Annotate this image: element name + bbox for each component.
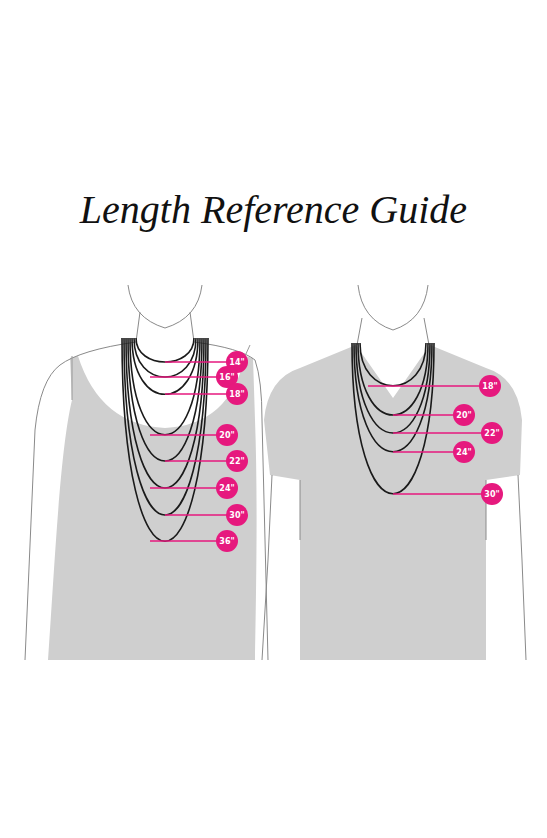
leader-line xyxy=(165,393,228,394)
length-label: 14" xyxy=(229,358,244,367)
necklace xyxy=(358,343,428,415)
length-label: 36" xyxy=(219,537,234,546)
neck-outline xyxy=(424,318,429,345)
length-label: 20" xyxy=(219,431,234,440)
callout-circle: 18" xyxy=(479,375,501,397)
necklace xyxy=(130,338,200,435)
leader-line xyxy=(393,493,482,494)
leader-line xyxy=(393,432,482,433)
necklace xyxy=(132,338,198,394)
callout-circle: 24" xyxy=(453,441,475,463)
necklace xyxy=(354,343,432,452)
length-label: 30" xyxy=(229,511,244,520)
callout-circle: 18" xyxy=(226,383,248,405)
length-label: 24" xyxy=(456,448,471,457)
necklace xyxy=(360,343,426,386)
leader-line xyxy=(165,361,228,362)
woman-leader-lines xyxy=(150,362,228,541)
length-label: 22" xyxy=(229,457,244,466)
callout-circle: 24" xyxy=(216,477,238,499)
length-label: 18" xyxy=(482,382,497,391)
leader-line xyxy=(150,487,218,488)
length-label: 20" xyxy=(456,411,471,420)
man-leader-lines xyxy=(368,386,482,494)
length-label: 24" xyxy=(219,484,234,493)
length-label: 18" xyxy=(229,390,244,399)
callout-circle: 30" xyxy=(481,483,503,505)
title: Length Reference Guide xyxy=(0,186,547,233)
woman-necklaces xyxy=(122,338,208,541)
callout-circle: 30" xyxy=(226,504,248,526)
leader-line xyxy=(368,385,480,386)
length-label: 30" xyxy=(484,490,499,499)
woman-figure xyxy=(25,285,268,660)
callout-circle: 36" xyxy=(216,530,238,552)
leader-line xyxy=(393,451,454,452)
necklace xyxy=(356,343,430,433)
neck-outline xyxy=(357,318,362,345)
necklace xyxy=(352,343,434,494)
callout-circle: 20" xyxy=(216,424,238,446)
callout-circle: 22" xyxy=(481,422,503,444)
t-shirt xyxy=(264,345,522,660)
callout-circle: 20" xyxy=(453,404,475,426)
leader-line xyxy=(165,514,228,515)
necklace xyxy=(122,338,208,541)
callout-circle: 22" xyxy=(226,450,248,472)
leader-line xyxy=(165,460,228,461)
arm-outline xyxy=(300,480,301,540)
leader-line xyxy=(150,434,218,435)
necklace xyxy=(136,338,194,362)
leader-line xyxy=(150,376,218,377)
man-figure xyxy=(262,285,526,660)
leader-line xyxy=(393,414,454,415)
arm-outline xyxy=(262,475,272,660)
face-outline xyxy=(358,285,428,330)
strap xyxy=(72,356,73,400)
necklace xyxy=(126,338,204,488)
leader-line xyxy=(150,540,218,541)
man-necklaces xyxy=(352,343,434,494)
length-label: 22" xyxy=(484,429,499,438)
length-label: 16" xyxy=(219,373,234,382)
arm-outline xyxy=(518,475,526,660)
necklace xyxy=(128,338,202,461)
necklace xyxy=(134,338,196,377)
